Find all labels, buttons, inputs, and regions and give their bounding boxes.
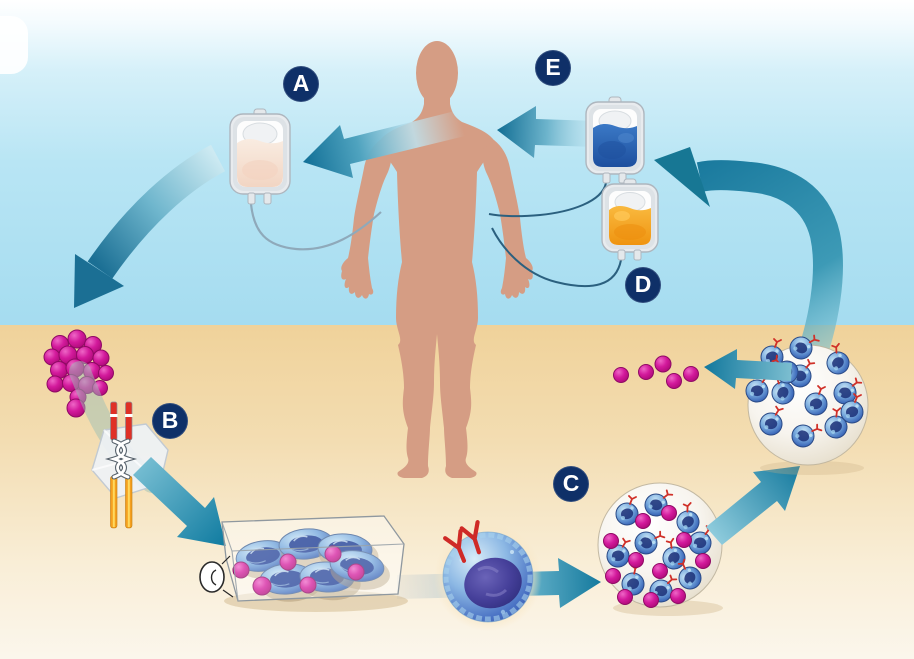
receptor-construct: [104, 401, 138, 529]
step-badge-d: D: [625, 267, 661, 303]
step-badge-e: E: [535, 50, 571, 86]
sphere-cells-beads: [597, 482, 723, 616]
page-corner-curl: [0, 16, 28, 74]
curved-arrow-down-left: [74, 144, 226, 308]
dna-twist-icon: [104, 438, 138, 480]
arrow-body-to-bag-a: [303, 110, 465, 178]
step-badge-a: A: [283, 66, 319, 102]
curved-arrow-up-right: [654, 147, 843, 374]
culture-flask: [199, 515, 408, 612]
arrow-bag-e-to-body: [497, 106, 598, 158]
step-label-c: C: [562, 469, 580, 496]
large-t-cell: [434, 522, 542, 631]
flask-beads: [232, 545, 365, 596]
bead-trail: [613, 355, 699, 389]
iv-bag-orange: [601, 178, 659, 261]
arrow-bead-removal: [704, 349, 792, 389]
flask-cap-sketch: [199, 555, 234, 598]
step-badge-b: B: [152, 403, 188, 439]
step-label-a: A: [292, 69, 310, 96]
step-label-e: E: [545, 53, 561, 80]
human-silhouette: [341, 41, 533, 478]
tubing-lines: [249, 182, 622, 288]
step-label-d: D: [634, 270, 652, 297]
step-label-b: B: [161, 406, 179, 433]
iv-bag-blue: [585, 96, 645, 184]
iv-bag-plasma: [229, 108, 291, 205]
step-badge-c: C: [553, 466, 589, 502]
arrow-to-flask: [133, 457, 226, 546]
arrow-sphere-to-circle: [706, 466, 800, 545]
